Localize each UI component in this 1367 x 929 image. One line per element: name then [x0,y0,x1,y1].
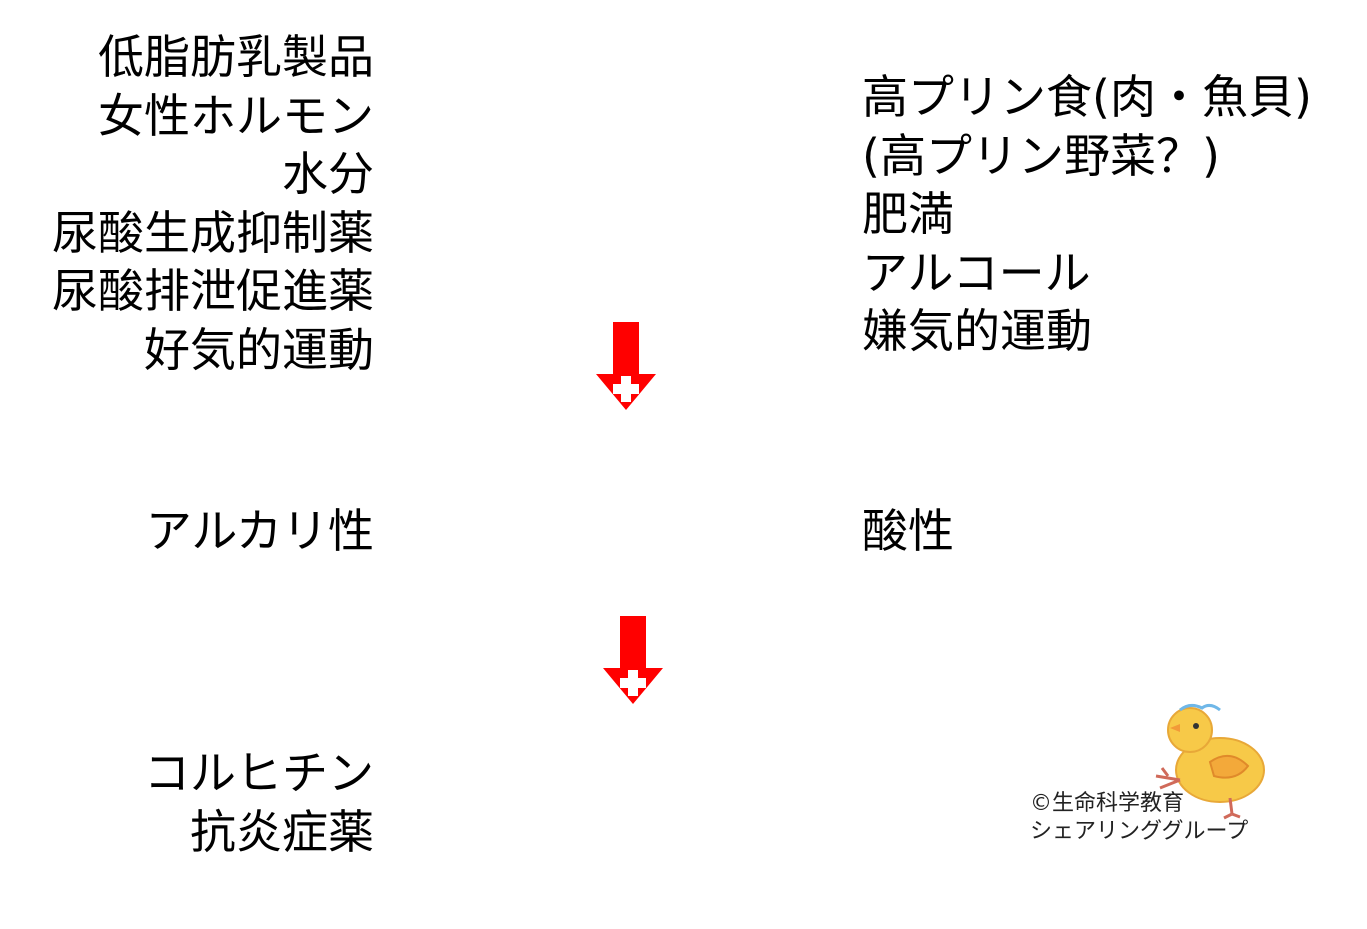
right-factor-item: アルコール [862,245,1091,300]
copyright-line: シェアリンググループ [1030,819,1249,844]
treatment-list: コルヒチン 抗炎症薬 [144,744,374,862]
chick-mascot-icon [1140,700,1275,820]
left-factor-item: 好気的運動 [144,322,374,377]
right-factor-list: 高プリン食(肉・魚貝) (高プリン野菜？) 肥満 アルコール 嫌気的運動 [862,68,1312,361]
left-factor-item: 尿酸排泄促進薬 [52,264,374,318]
left-factor-item: 水分 [282,147,374,201]
down-arrow-plus-icon [594,320,658,412]
left-factor-item: 尿酸生成抑制薬 [52,205,374,260]
acidic-label: 酸性 [862,504,954,558]
copyright-line: ©生命科学教育 [1030,791,1185,816]
right-factor-item: (高プリン野菜？) [862,128,1220,183]
down-arrow-plus-icon [601,614,665,706]
treatment-item: コルヒチン [144,746,374,800]
left-factor-list: 低脂肪乳製品 女性ホルモン 水分 尿酸生成抑制薬 尿酸排泄促進薬 好気的運動 [52,28,374,379]
left-factor-item: 女性ホルモン [98,88,374,143]
right-factor-item: 嫌気的運動 [862,304,1092,358]
alkaline-label: アルカリ性 [145,504,374,558]
right-factor-item: 高プリン食(肉・魚貝) [862,70,1312,124]
left-factor-item: 低脂肪乳製品 [98,30,374,84]
copyright-text: ©生命科学教育 シェアリンググループ [1030,790,1248,846]
treatment-item: 抗炎症薬 [190,805,374,859]
right-factor-item: 肥満 [862,187,954,241]
